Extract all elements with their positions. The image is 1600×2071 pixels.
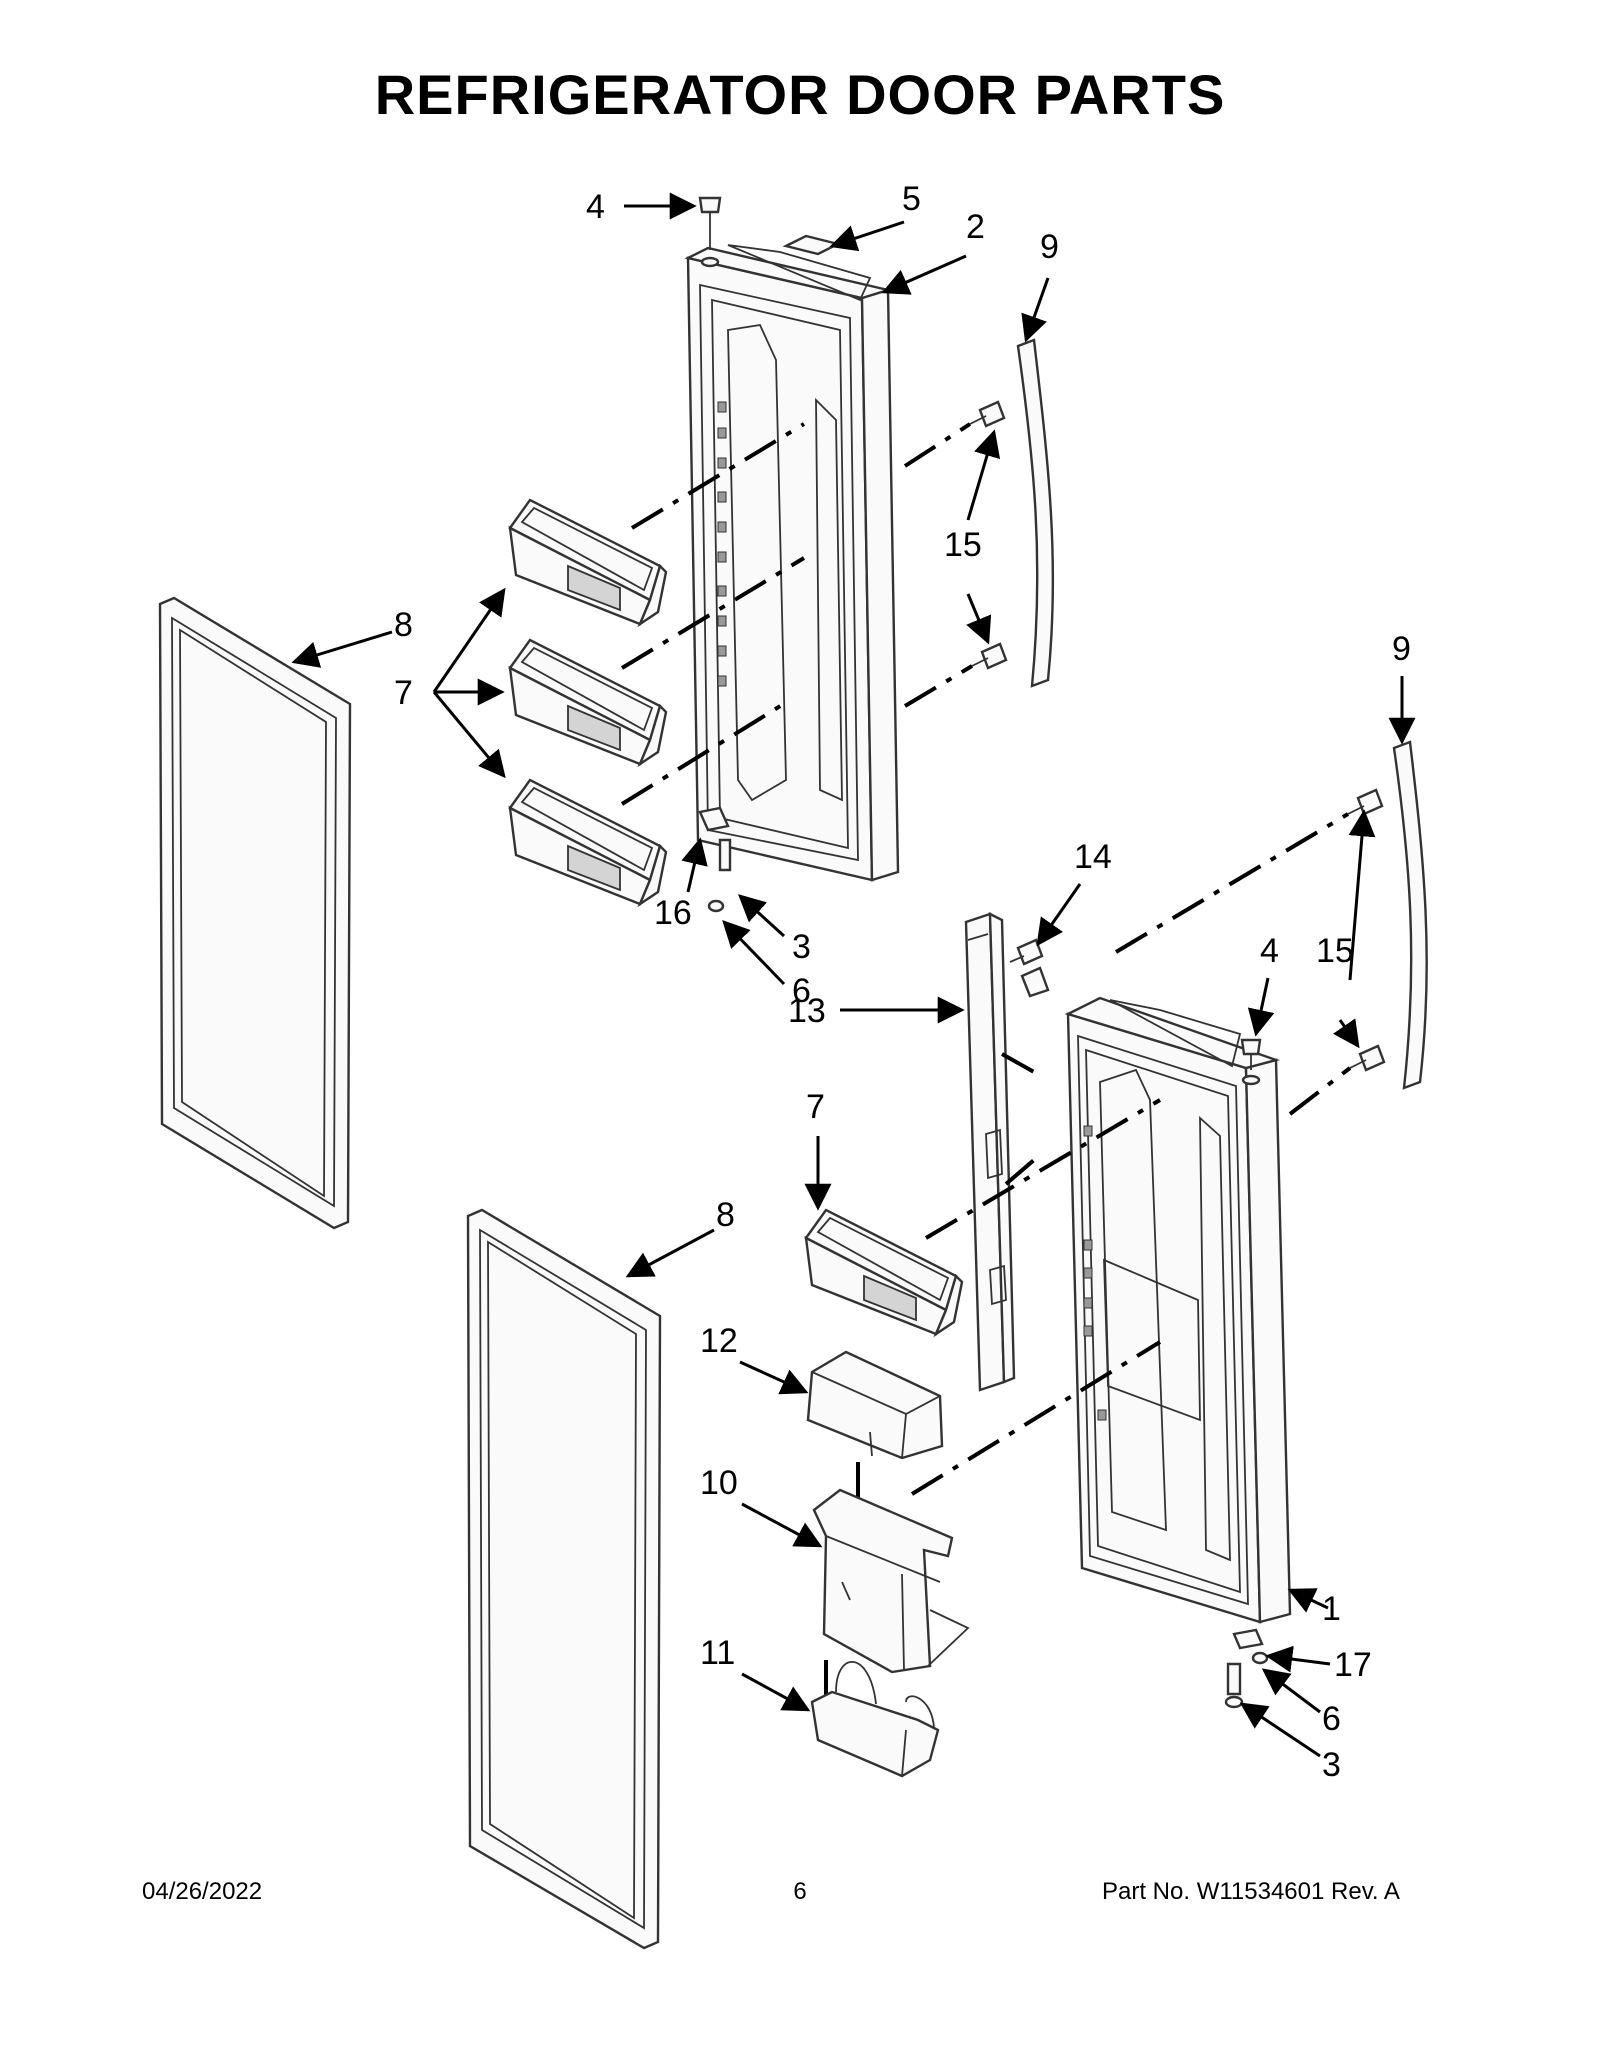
callout-2: 2: [966, 208, 985, 246]
callout-16: 16: [654, 894, 692, 932]
bottom-hinge-right: [1224, 1628, 1269, 1709]
callout-arrows: [291, 192, 1416, 1758]
callout-numbers: 4 5 2 9 15 8 7 16 3 6 9 14 4 15 13 7 8 1…: [394, 180, 1411, 1784]
callout-6: 6: [1322, 1700, 1341, 1738]
ice-container: [810, 1661, 940, 1778]
callout-1: 1: [1322, 1590, 1341, 1628]
callout-7: 7: [806, 1088, 825, 1126]
door-bin-4: [804, 1208, 964, 1338]
callout-3: 3: [792, 928, 811, 966]
footer-date: 04/26/2022: [142, 1878, 263, 1905]
handle-screw-lower-1: [1347, 788, 1384, 816]
handle-screw-lower-2: [1349, 1044, 1386, 1072]
door-gasket-lower: [466, 1208, 662, 1950]
callout-4: 4: [1260, 932, 1279, 970]
callout-3: 3: [1322, 1746, 1341, 1784]
callout-6: 6: [792, 972, 811, 1010]
footer-page-number: 6: [793, 1878, 807, 1905]
callout-7: 7: [394, 674, 413, 712]
callout-17: 17: [1334, 1646, 1372, 1684]
door-gasket-upper: [158, 596, 352, 1230]
hinge-cover: [782, 234, 842, 256]
lower-door-handle: [1392, 740, 1428, 1090]
callout-9: 9: [1392, 630, 1411, 668]
door-bin-3: [508, 778, 668, 908]
callout-12: 12: [700, 1322, 738, 1360]
dispenser-cover: [806, 1350, 944, 1460]
center-mullion: [964, 912, 1016, 1392]
page-title: REFRIGERATOR DOOR PARTS: [374, 63, 1226, 126]
door-bin-2: [508, 638, 668, 768]
shelf-peg-row-right: [1083, 1125, 1107, 1421]
callout-13: 13: [788, 992, 826, 1030]
callout-9: 9: [1040, 228, 1059, 266]
upper-door-handle: [1016, 338, 1055, 688]
shelf-peg-row-left: [717, 401, 727, 687]
handle-screw-upper-1: [969, 400, 1006, 428]
callout-8: 8: [394, 606, 413, 644]
callout-5: 5: [902, 180, 921, 218]
door-bin-1: [508, 498, 668, 628]
footer-part-number: Part No. W11534601 Rev. A: [1102, 1878, 1400, 1905]
left-door: [684, 244, 900, 882]
mullion-screw: [1009, 938, 1050, 998]
handle-screw-upper-2: [971, 642, 1008, 670]
right-hinge-pin: [1240, 1038, 1262, 1086]
callout-15: 15: [944, 526, 982, 564]
bottom-hinge-left: [698, 806, 732, 913]
dispenser-housing: [812, 1488, 970, 1674]
top-hinge-pin: [698, 196, 722, 268]
callout-14: 14: [1074, 838, 1112, 876]
callout-15: 15: [1316, 932, 1354, 970]
callout-10: 10: [700, 1464, 738, 1502]
callout-4: 4: [586, 188, 605, 226]
callout-8: 8: [716, 1196, 735, 1234]
right-door: [1064, 996, 1292, 1624]
callout-11: 11: [700, 1634, 735, 1672]
